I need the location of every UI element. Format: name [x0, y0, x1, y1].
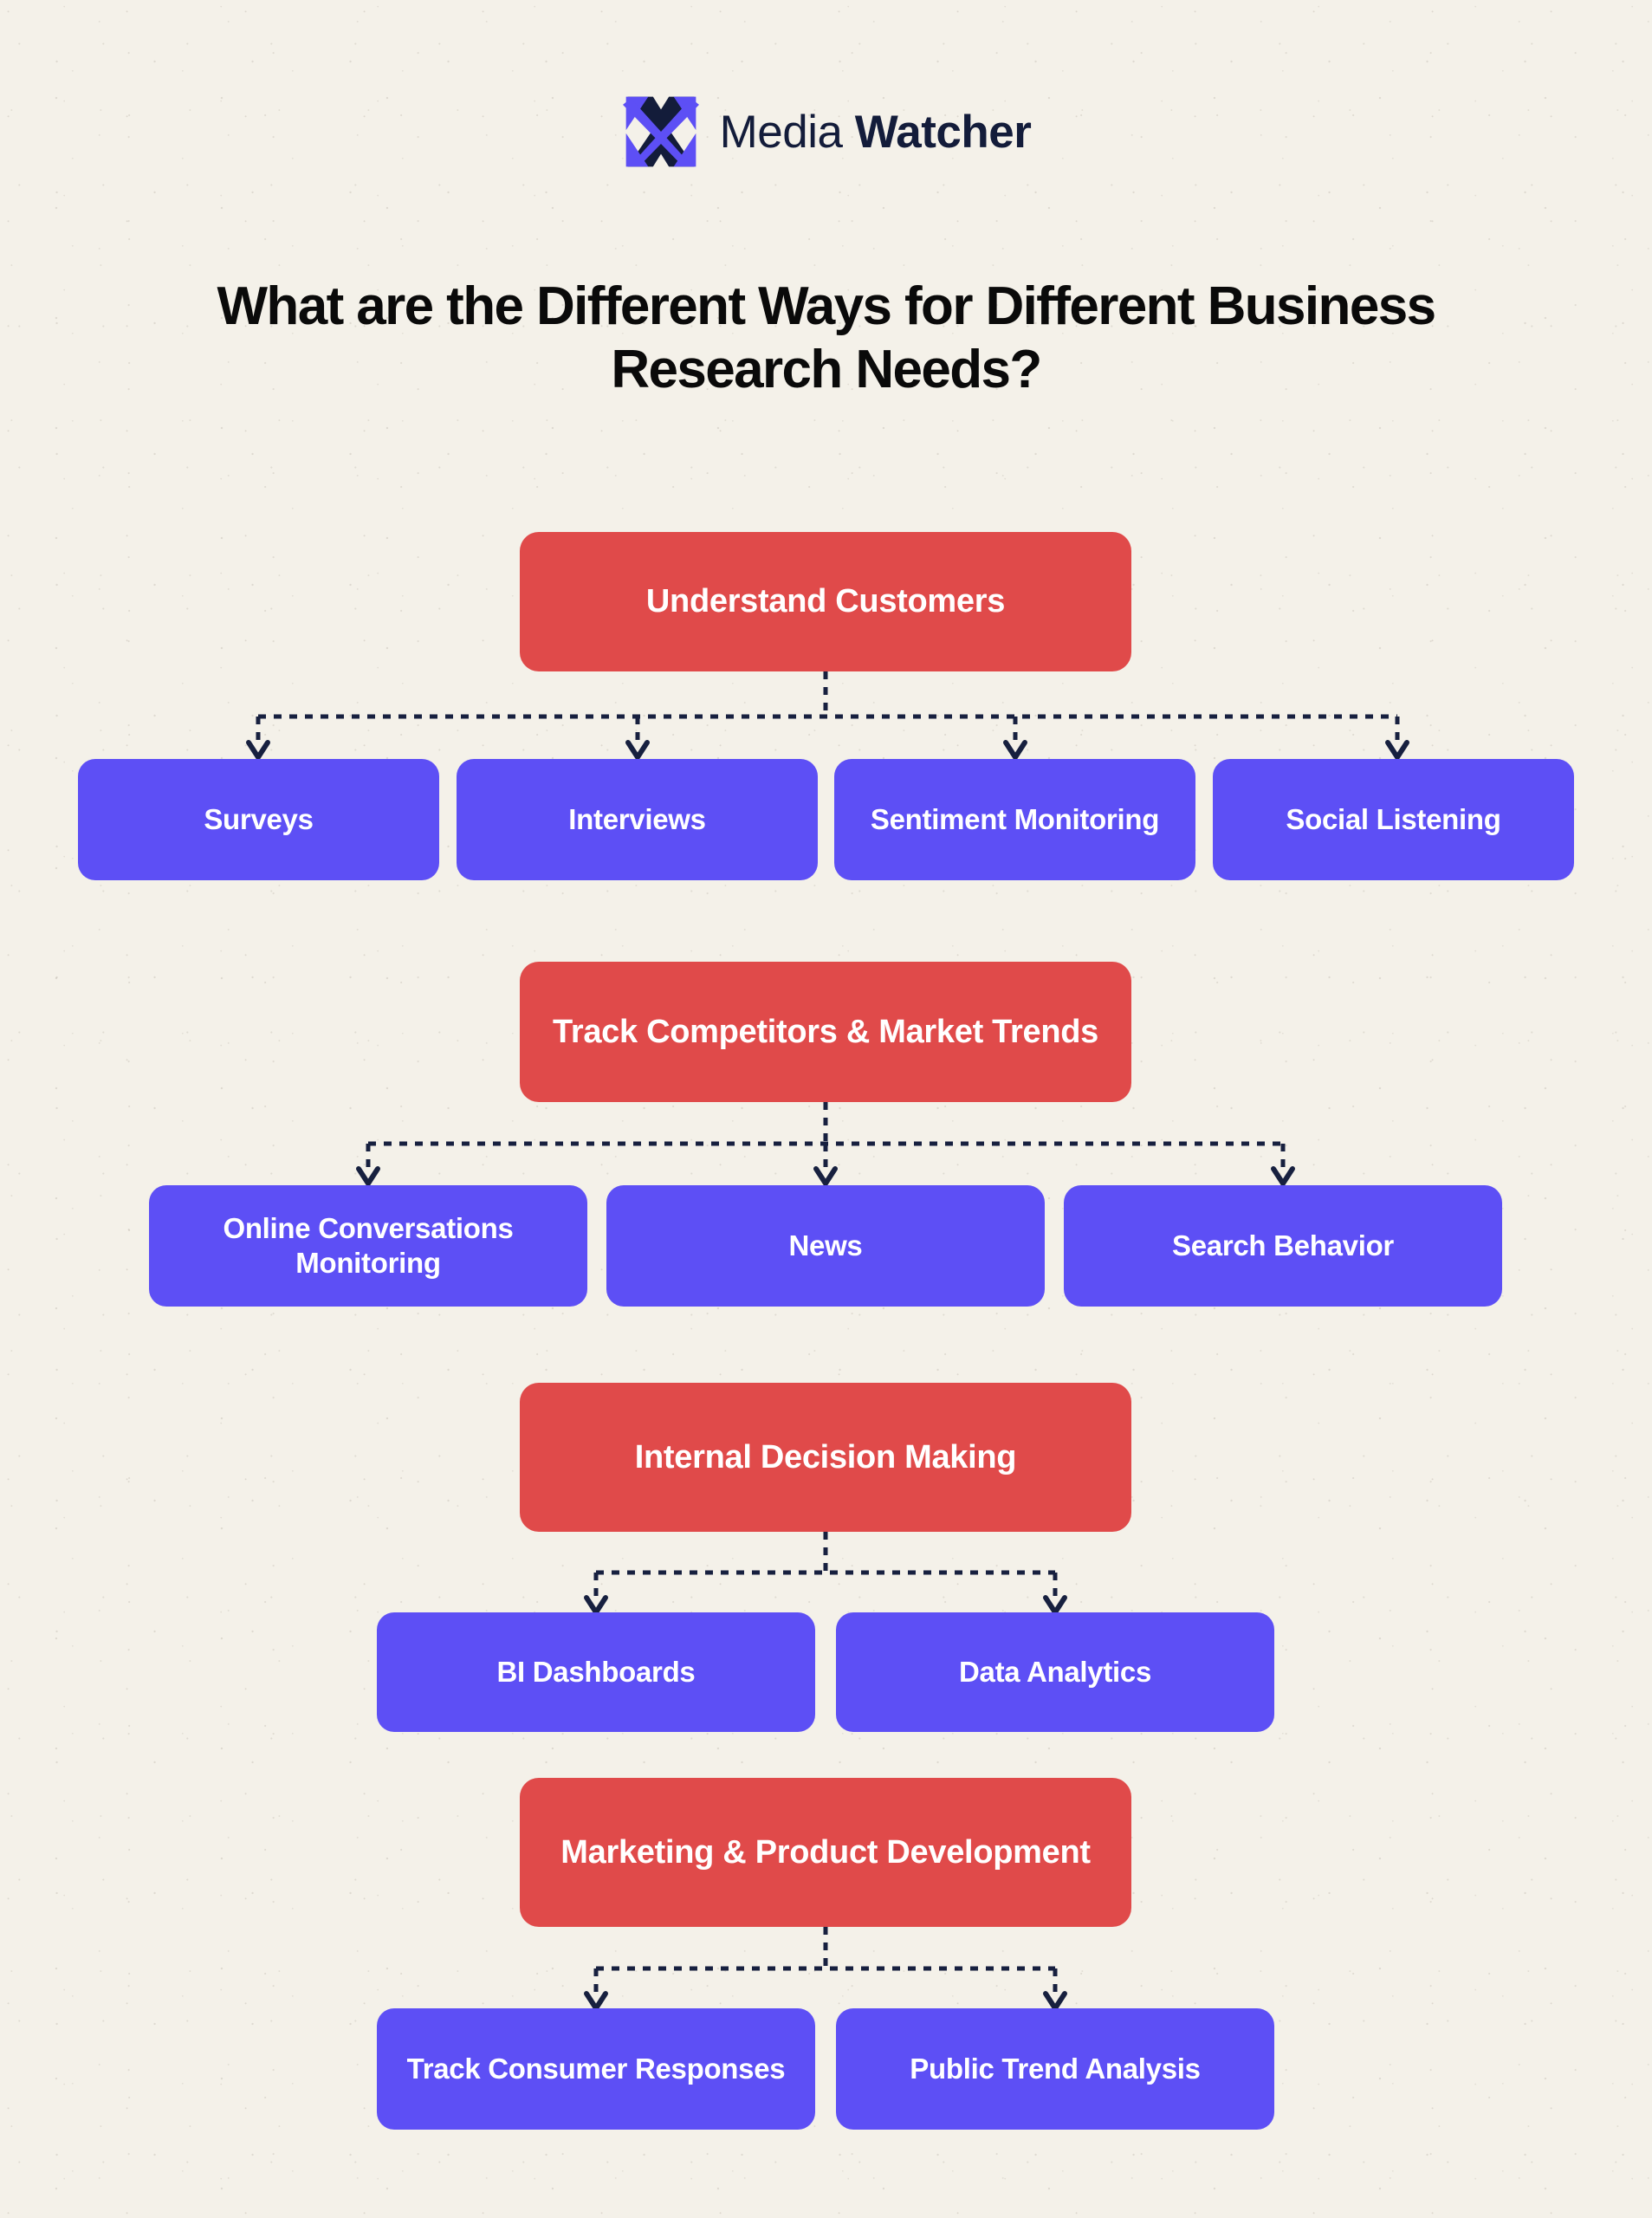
- brand-header: Media Watcher: [0, 94, 1652, 170]
- child-node-data-analytics[interactable]: Data Analytics: [836, 1612, 1274, 1732]
- connector-group-1: [246, 671, 1409, 760]
- connector-group-3: [584, 1532, 1067, 1615]
- node-label: BI Dashboards: [496, 1655, 696, 1688]
- x-arrows-logo-icon: [622, 96, 699, 167]
- child-node-news[interactable]: News: [606, 1185, 1045, 1307]
- node-label: Public Trend Analysis: [910, 2052, 1201, 2085]
- child-node-search-behavior[interactable]: Search Behavior: [1064, 1185, 1502, 1307]
- child-node-interviews[interactable]: Interviews: [457, 759, 818, 880]
- node-label: Internal Decision Making: [634, 1438, 1017, 1475]
- parent-node-marketing-product-development[interactable]: Marketing & Product Development: [520, 1778, 1131, 1927]
- child-node-public-trend-analysis[interactable]: Public Trend Analysis: [836, 2008, 1274, 2130]
- connector-group-2: [356, 1102, 1295, 1186]
- page-title: What are the Different Ways for Differen…: [217, 276, 1437, 399]
- child-node-online-conversations-monitoring[interactable]: Online Conversations Monitoring: [149, 1185, 587, 1307]
- node-label: Sentiment Monitoring: [870, 802, 1160, 835]
- child-node-surveys[interactable]: Surveys: [78, 759, 439, 880]
- child-node-bi-dashboards[interactable]: BI Dashboards: [377, 1612, 815, 1732]
- node-label: Track Consumer Responses: [406, 2052, 786, 2085]
- node-label: Surveys: [204, 802, 314, 835]
- node-label: Data Analytics: [959, 1655, 1151, 1688]
- node-label: Online Conversations Monitoring: [223, 1211, 514, 1279]
- brand-name-bold: Watcher: [854, 106, 1032, 158]
- parent-node-internal-decision-making[interactable]: Internal Decision Making: [520, 1383, 1131, 1532]
- node-label: News: [788, 1229, 863, 1261]
- connector-group-4: [584, 1927, 1067, 2011]
- node-label: Social Listening: [1286, 802, 1501, 835]
- parent-node-track-competitors[interactable]: Track Competitors & Market Trends: [520, 962, 1131, 1102]
- node-label: Understand Customers: [645, 583, 1006, 620]
- child-node-track-consumer-responses[interactable]: Track Consumer Responses: [377, 2008, 815, 2130]
- node-label: Interviews: [568, 802, 706, 835]
- node-label: Marketing & Product Development: [560, 1833, 1091, 1871]
- parent-node-understand-customers[interactable]: Understand Customers: [520, 532, 1131, 671]
- child-node-social-listening[interactable]: Social Listening: [1213, 759, 1574, 880]
- node-label: Track Competitors & Market Trends: [553, 1013, 1098, 1050]
- node-label: Search Behavior: [1172, 1229, 1394, 1261]
- child-node-sentiment-monitoring[interactable]: Sentiment Monitoring: [834, 759, 1195, 880]
- brand-name-light: Media: [719, 106, 843, 158]
- brand-wordmark: Media Watcher: [720, 106, 1032, 159]
